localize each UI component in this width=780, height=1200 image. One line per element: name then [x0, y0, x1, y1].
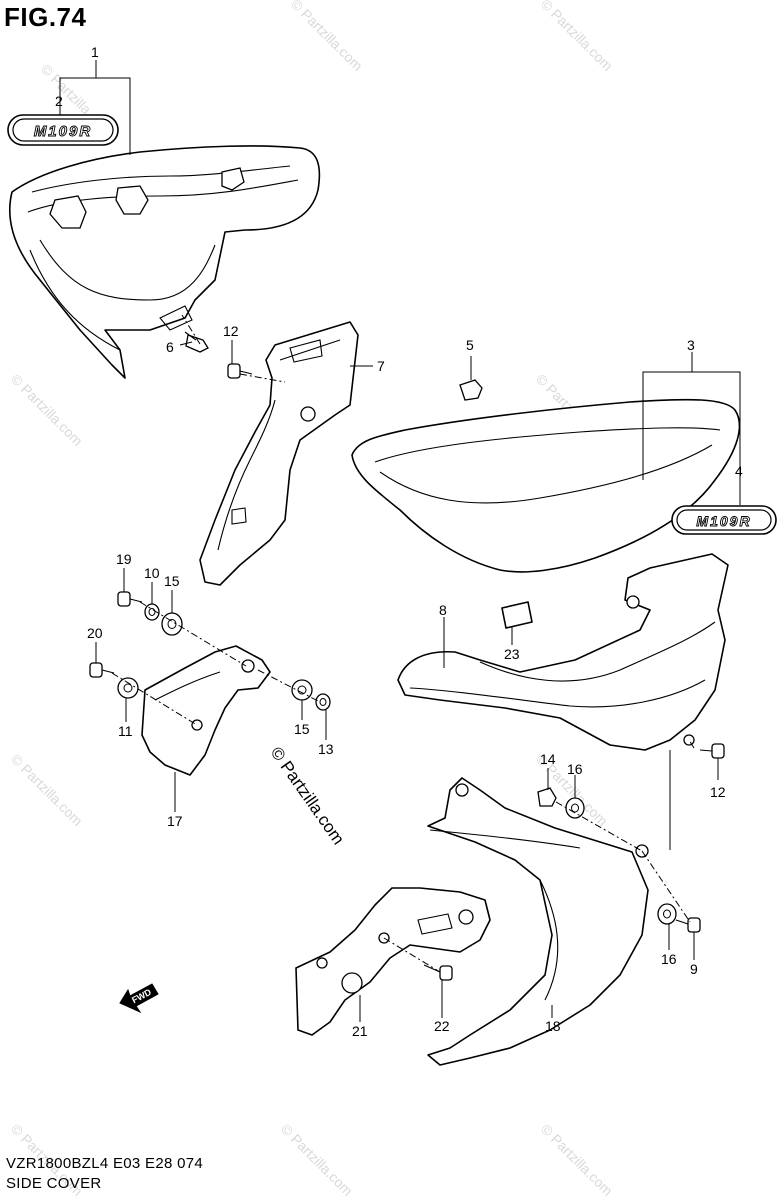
- callout-21: 21: [352, 1023, 368, 1039]
- footer-model-line: VZR1800BZL4 E03 E28 074: [6, 1155, 204, 1172]
- part-15-grommet: [161, 612, 183, 636]
- callout-16: 16: [567, 761, 583, 777]
- callout-2: 2: [55, 93, 63, 109]
- part-16-grommet: [565, 797, 585, 819]
- callout-15: 15: [164, 573, 180, 589]
- callout-10: 10: [144, 565, 160, 581]
- part-15-grommet: [291, 679, 313, 701]
- callout-14: 14: [540, 751, 556, 767]
- emblem-text: M109R: [34, 123, 92, 140]
- part-5-grommet: [459, 379, 483, 401]
- callout-5: 5: [466, 337, 474, 353]
- part-4-emblem: M109R: [671, 505, 777, 535]
- assembly-lines: [111, 314, 695, 973]
- fwd-arrow-icon: FWD: [119, 983, 159, 1014]
- leader-lines: [59, 60, 741, 1022]
- callout-23: 23: [504, 646, 520, 662]
- watermark-main: © Partzilla.com: [267, 743, 348, 848]
- callout-16: 16: [661, 951, 677, 967]
- part-1-seat-cowl: [9, 145, 321, 379]
- callout-12: 12: [223, 323, 239, 339]
- callout-20: 20: [87, 625, 103, 641]
- callout-12: 12: [710, 784, 726, 800]
- callout-8: 8: [439, 602, 447, 618]
- part-21-plate: [295, 887, 491, 1036]
- callout-9: 9: [690, 961, 698, 977]
- callout-11: 11: [118, 723, 133, 739]
- watermark-text: © Partzilla.com: [278, 1121, 356, 1199]
- part-3-side-cover: [351, 398, 741, 573]
- callout-19: 19: [116, 551, 132, 567]
- watermark-text: © Partzilla.com: [538, 1121, 616, 1199]
- callout-15: 15: [294, 721, 310, 737]
- part-8-cover: [397, 553, 729, 751]
- part-18-lower-cover: [427, 777, 649, 1066]
- callout-1: 1: [91, 44, 99, 60]
- part-13-collar: [315, 693, 331, 711]
- part-11-grommet: [117, 677, 139, 699]
- part-17-cover: [141, 645, 271, 776]
- part-9-bolt: [675, 917, 701, 933]
- part-12-bolt: [699, 743, 725, 759]
- part-22-bolt: [423, 964, 453, 981]
- watermark-text: © Partzilla.com: [538, 0, 616, 74]
- part-6-screw: [184, 331, 209, 353]
- part-2-emblem: M109R: [7, 114, 119, 146]
- watermark-text: © Partzilla.com: [288, 0, 366, 74]
- callout-18: 18: [545, 1018, 561, 1034]
- callout-6: 6: [166, 339, 174, 355]
- fig-title: FIG.74: [4, 2, 87, 32]
- callout-4: 4: [735, 463, 743, 479]
- callout-13: 13: [318, 741, 334, 757]
- callout-7: 7: [377, 358, 385, 374]
- part-19-bolt: [117, 591, 143, 607]
- callout-3: 3: [687, 337, 695, 353]
- watermark-text: © Partzilla.com: [8, 371, 86, 449]
- footer-section-name: SIDE COVER: [6, 1175, 102, 1192]
- part-14-collar: [537, 787, 557, 807]
- part-23-pad: [501, 601, 533, 629]
- part-7-bracket: [199, 321, 359, 586]
- part-12-bolt: [227, 363, 253, 379]
- callouts: 1 2 3 4 5 6 7 8 9 10 11 12 12 13 14 15 1…: [55, 44, 743, 1039]
- callout-17: 17: [167, 813, 183, 829]
- emblem-text: M109R: [696, 513, 751, 529]
- watermark-text: © Partzilla.com: [8, 751, 86, 829]
- part-20-bolt: [89, 662, 115, 678]
- part-16-grommet: [657, 903, 677, 925]
- callout-22: 22: [434, 1018, 450, 1034]
